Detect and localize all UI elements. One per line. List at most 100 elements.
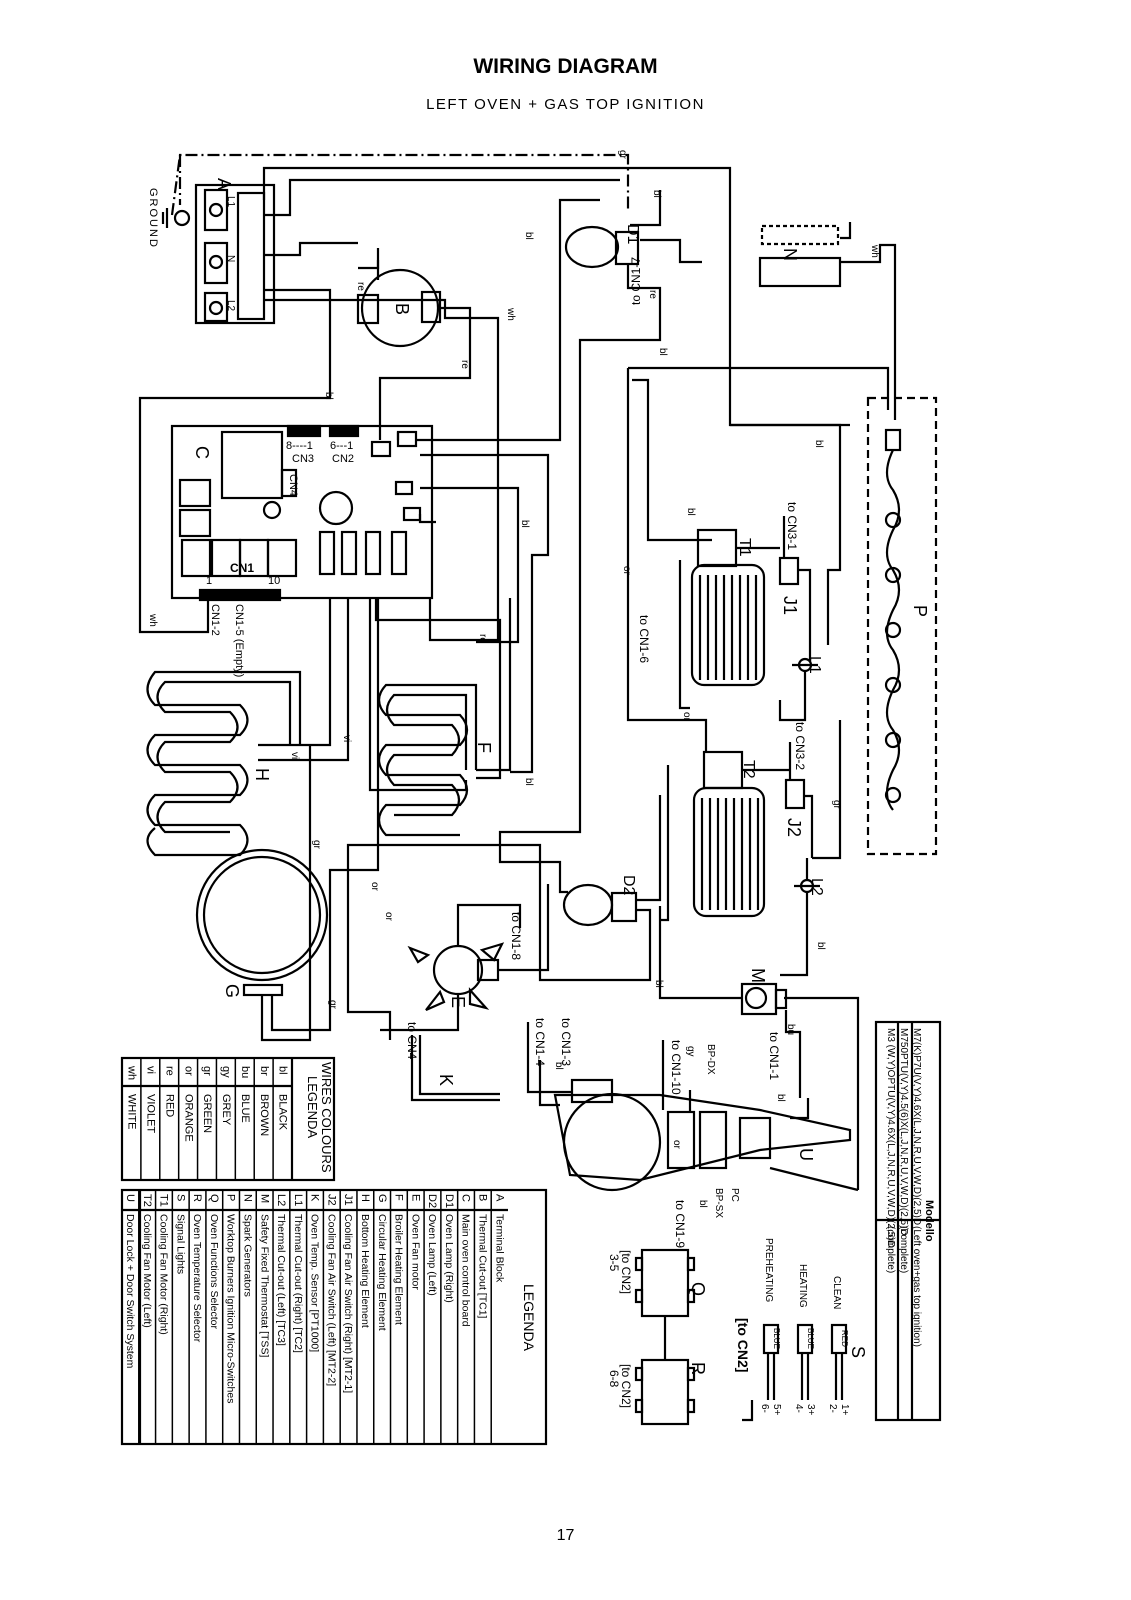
wire-colour-name: ORANGE [182,1094,194,1142]
legend-description: Oven Temp. Sensor [PT1000] [309,1214,321,1352]
legend-description: Bottom Heating Element [359,1214,371,1328]
legend-code: T2 [141,1194,153,1207]
legend-code: M [258,1194,270,1203]
signal-clean: CLEAN [831,1276,842,1309]
legend-code: F [393,1194,405,1201]
wire-colour-code: wh [126,1065,138,1080]
label-j1: J1 [780,596,800,615]
label-k: K [436,1074,456,1086]
wire-tag: wh [147,613,158,627]
wire-tag: bl [697,1200,708,1208]
legend-code: E [409,1194,421,1201]
conn-cn1-1: to CN1-1 [767,1032,781,1080]
label-l1: L1 [806,656,823,674]
legend-code: U [124,1194,136,1202]
wire-colour-code: vi [145,1066,157,1074]
conn-cn1-10: to CN1-10 [669,1040,683,1095]
legend-description: Thermal Cut-out (Left) [TC3] [275,1214,287,1346]
label-j2: J2 [784,818,804,837]
oven-lamp-d2 [562,883,638,927]
signal-heating-color: BLUE [806,1328,815,1349]
wire-tag: bl [653,980,664,988]
wire-tag: re [477,634,488,643]
control-board-c [170,424,434,602]
legend-code: S [174,1194,186,1201]
board-cn1-end: 10 [268,575,280,587]
wire-tag: or [369,882,380,892]
terminal-label-l1: L1 [225,196,236,208]
board-cn1-start: 1 [206,575,212,587]
wire-colour-code: or [182,1066,194,1076]
wire-colour-name: BROWN [258,1094,270,1136]
legend-code: D2 [426,1194,438,1208]
label-q: Q [688,1282,708,1296]
label-d1: D1 [624,224,641,245]
legend-description: Oven Fan motor [409,1214,421,1290]
micro-switches-p [866,396,938,856]
legend-code: J2 [325,1194,337,1206]
board-cn2: CN2 [332,453,354,465]
legend-code: D1 [443,1194,455,1208]
board-cn1-5: CN1-5 (Empty) [233,604,245,677]
legend-code: C [460,1194,472,1202]
label-p: P [910,605,930,617]
legend-description: Door Lock + Door Switch System [124,1214,136,1369]
temperature-selector-r [634,1340,696,1426]
legend-description: Oven Functions Selector [208,1214,220,1329]
legend-code: B [476,1194,488,1201]
label-h: H [252,768,272,781]
wire-tag: gr [617,150,628,160]
wire-colour-code: br [258,1066,270,1076]
circular-element-g [195,848,329,997]
wire-tag: or [671,1140,682,1150]
legend-code: H [359,1194,371,1202]
model-row-2: M750PTU(V,Y)4.5(6)X(L,J,N,R,U,V,W,D)(2,5… [898,1028,909,1236]
board-cn2-range: 6---1 [330,440,353,452]
wire-tag: wh [869,244,880,258]
legend-description: Thermal Cut-out [TC1] [476,1214,488,1319]
wire-colour-code: bu [239,1066,251,1078]
signal-clean-p1: 1+ [839,1404,850,1416]
legend-code: G [376,1194,388,1203]
model-row-3-desc: (Left oven+gas top ignition) [911,1226,922,1347]
conn-cn3-2: to CN3-2 [793,722,807,770]
label-s: S [848,1346,868,1358]
wire-tag: or [383,912,394,922]
conn-cn2-s: [to CN2] [735,1318,751,1372]
label-d2: D2 [620,875,637,896]
signal-heating: HEATING [797,1264,808,1308]
wire-colour-code: re [163,1066,175,1076]
models-table [874,1020,942,1422]
safety-thermostat-m [740,982,788,1016]
wire-tag: gr [327,1000,338,1010]
page-title: WIRING DIAGRAM [473,55,658,78]
board-cn4: CN4 [287,474,299,496]
conn-cn2-r: [to CN2] [619,1364,633,1408]
signal-preheating-p2: 6- [759,1404,770,1413]
wire-tag: wh [505,307,516,321]
signal-heating-p1: 3+ [805,1404,816,1416]
label-e: E [448,996,468,1008]
wire-tag: bl [813,440,824,448]
legend-code: N [242,1194,254,1202]
label-u: U [796,1148,816,1161]
legend-code: K [309,1194,321,1202]
label-b: B [392,303,412,315]
signal-preheating: PREHEATING [763,1238,774,1302]
legenda-title: LEGENDA [521,1284,537,1352]
wire-tag: bl [523,778,534,786]
label-t2: T2 [740,760,757,779]
wire-tag: bu [785,1024,796,1035]
wire-tag: vi [341,735,352,742]
legend-description: Spark Generators [242,1214,254,1297]
wire-colour-name: BLUE [239,1094,251,1123]
models-header: Modello [923,1200,935,1242]
label-f: F [474,742,494,753]
bottom-element-h [146,670,302,857]
wire-tag: bl [657,348,668,356]
ground-symbol [173,209,191,227]
broiler-element-f [377,683,478,837]
conn-cn1-7: to CN1-7 [629,257,643,305]
functions-selector-q [634,1248,696,1340]
